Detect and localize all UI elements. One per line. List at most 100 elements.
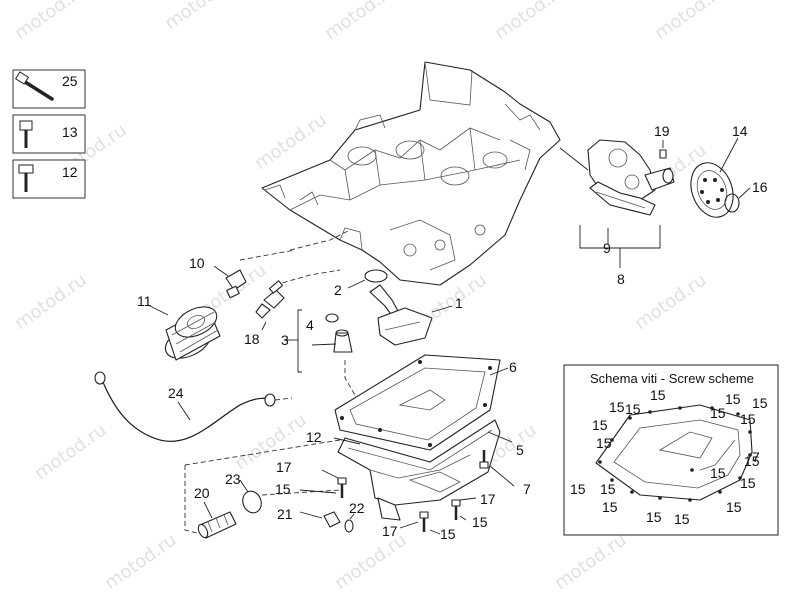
oil-pickup-1: [369, 284, 453, 346]
oil-pan-5: [337, 419, 513, 521]
assembly-line: [184, 465, 206, 536]
inset-label-15: 15: [570, 481, 586, 497]
watermark: motod.ru: [31, 420, 111, 485]
assembly-line: [261, 489, 341, 496]
watermark: motod.ru: [331, 530, 411, 595]
long-bolt-icon: [14, 71, 54, 101]
socket-screw-icon: [19, 120, 33, 148]
watermark: motod.ru: [101, 530, 181, 595]
watermark: motod.ru: [321, 0, 401, 44]
callout-15: 15: [472, 514, 488, 530]
watermark: motod.ru: [11, 0, 91, 44]
inset-label-15: 15: [646, 509, 662, 525]
inset-label-15: 15: [726, 499, 742, 515]
callout-19: 19: [654, 123, 670, 139]
oil-hose-24: [94, 371, 276, 442]
callout-6: 6: [509, 359, 517, 375]
watermark: motod.ru: [551, 530, 631, 595]
legend-number: 12: [62, 164, 78, 180]
callout-20: 20: [194, 485, 210, 501]
inset-label-15: 15: [740, 475, 756, 491]
callout-1: 1: [455, 295, 463, 311]
leader-line: [559, 147, 589, 171]
callout-14: 14: [732, 123, 748, 139]
fastener-legend: 25 13 12: [12, 69, 86, 199]
inset-label-15: 15: [710, 405, 726, 421]
callout-12: 12: [306, 429, 322, 445]
callout-5: 5: [516, 442, 524, 458]
screw-15-left: [299, 489, 337, 494]
assembly-line: [344, 360, 356, 396]
inset-label-15: 15: [592, 417, 608, 433]
legend-item-25: 25: [12, 69, 86, 109]
assembly-line: [289, 229, 351, 251]
callout-21: 21: [277, 506, 293, 522]
assembly-line: [239, 249, 296, 261]
leader-line: [333, 437, 361, 445]
assembly-line: [274, 397, 293, 401]
inset-label-15: 15: [600, 481, 616, 497]
callout-23: 23: [225, 471, 241, 487]
callout-labels: 1 2 3 4 5 6 7 8 9 10 11 12 14 15 15 15 1…: [137, 123, 768, 542]
watermark: motod.ru: [11, 270, 91, 335]
washer-22: [344, 513, 355, 533]
screw-17-upper: [321, 469, 347, 498]
inset-label-15: 15: [740, 411, 756, 427]
inset-label-15: 15: [710, 465, 726, 481]
oil-pan-gasket-6: [334, 354, 509, 451]
callout-11: 11: [137, 293, 152, 309]
callout-3: 3: [281, 332, 289, 348]
callout-24: 24: [168, 385, 184, 401]
callout-17: 17: [382, 523, 398, 539]
legend-number: 13: [62, 124, 78, 140]
screw-scheme-inset: Schema viti - Screw scheme 15 15 15: [563, 364, 779, 536]
o-ring-2: [347, 269, 388, 289]
nozzle-4: [311, 329, 353, 353]
assembly-line: [274, 269, 341, 286]
inset-label-15: 15: [596, 435, 612, 451]
inset-label-15: 15: [602, 499, 618, 515]
callout-22: 22: [349, 500, 365, 516]
oil-filter-11: [147, 304, 221, 361]
callout-9: 9: [603, 240, 611, 256]
legend-number: 25: [62, 73, 78, 89]
assembly-line: [184, 439, 341, 466]
inset-label-15: 15: [674, 511, 690, 527]
watermark: motod.ru: [161, 0, 241, 34]
callout-17: 17: [276, 459, 292, 475]
callout-8: 8: [617, 271, 625, 287]
inset-label-15: 15: [650, 387, 666, 403]
inset-label-15: 15: [625, 401, 641, 417]
bracket-3: [286, 309, 302, 373]
callout-18: 18: [244, 331, 260, 347]
oil-screen-14: [690, 137, 739, 218]
bracket-9-8: [579, 225, 661, 268]
watermark: motod.ru: [231, 410, 311, 475]
oil-sensor-18: [255, 280, 285, 331]
screw-17-right: [451, 497, 477, 521]
legend-item-12: 12: [12, 159, 86, 199]
drain-plug-21: [299, 511, 341, 528]
o-ring-4: [325, 313, 339, 323]
watermark: motod.ru: [631, 270, 711, 335]
inset-label-7: 7: [752, 449, 760, 465]
callout-2: 2: [334, 282, 342, 298]
watermark: motod.ru: [491, 0, 571, 44]
inset-gasket: [595, 404, 753, 502]
watermark: motod.ru: [651, 0, 731, 44]
callout-15: 15: [275, 481, 291, 497]
washer-19: [659, 140, 667, 159]
callout-15: 15: [440, 526, 456, 542]
callout-17: 17: [480, 491, 496, 507]
inset-label-15: 15: [744, 453, 760, 469]
inset-title: Schema viti - Screw scheme: [590, 371, 754, 386]
hex-screw-icon: [18, 164, 34, 192]
pipe-fitting-20: [197, 501, 237, 539]
inset-label-15: 15: [609, 399, 625, 415]
inset-label-15: 15: [725, 391, 741, 407]
screw-17-lower: [399, 511, 441, 535]
inset-label-15: 15: [752, 395, 768, 411]
callout-16: 16: [752, 179, 768, 195]
